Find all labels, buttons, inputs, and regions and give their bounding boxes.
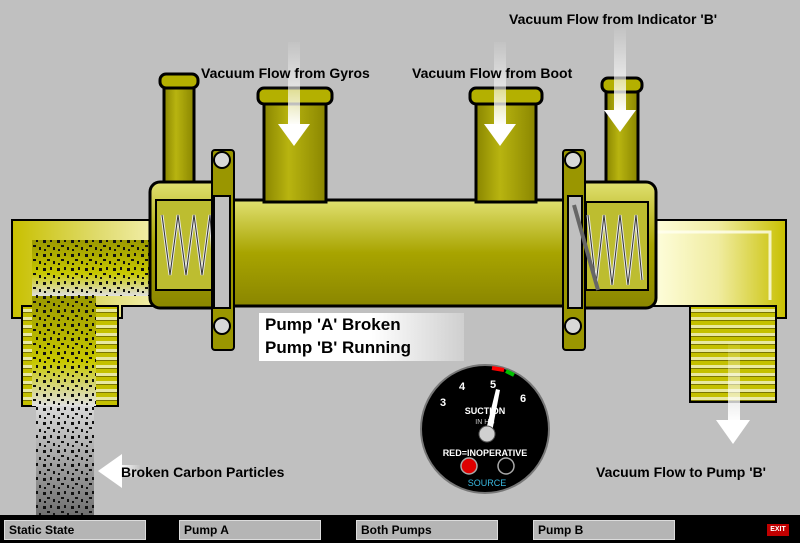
label-vacuum-flow-to-pump-b: Vacuum Flow to Pump 'B' xyxy=(596,464,767,480)
arrow-from-boot xyxy=(484,42,516,146)
gauge-tick-3: 3 xyxy=(440,397,446,409)
vacuum-manifold-diagram: 3 4 5 6 SUCTION IN HG RED=INOPERATIVE SO… xyxy=(0,0,800,515)
gauge-hub xyxy=(478,425,496,443)
source-b-indicator xyxy=(497,457,515,475)
pump-b-button[interactable]: Pump B xyxy=(533,520,675,540)
gauge-tick-5: 5 xyxy=(490,379,496,391)
pump-b-status: Pump 'B' Running xyxy=(265,338,411,357)
suction-gauge: 3 4 5 6 SUCTION IN HG RED=INOPERATIVE SO… xyxy=(420,364,550,494)
static-state-button[interactable]: Static State xyxy=(4,520,146,540)
label-vacuum-flow-boot: Vacuum Flow from Boot xyxy=(412,65,573,81)
main-manifold-tube xyxy=(218,198,592,308)
exit-button[interactable]: EXIT xyxy=(767,524,789,536)
pump-a-button[interactable]: Pump A xyxy=(179,520,321,540)
gauge-title: SUCTION xyxy=(465,406,506,416)
arrow-carbon-particles xyxy=(98,454,140,488)
gauge-tick-6: 6 xyxy=(520,393,526,405)
left-elbow-fitting xyxy=(11,219,161,407)
pump-status-panel: Pump 'A' Broken Pump 'B' Running xyxy=(259,313,464,361)
label-vacuum-flow-indicator-b: Vacuum Flow from Indicator 'B' xyxy=(509,11,718,27)
both-pumps-button[interactable]: Both Pumps xyxy=(356,520,498,540)
label-broken-carbon-particles: Broken Carbon Particles xyxy=(121,464,285,480)
label-vacuum-flow-gyros: Vacuum Flow from Gyros xyxy=(201,65,370,81)
gauge-unit: IN HG xyxy=(475,419,494,426)
gauge-needle xyxy=(486,389,500,432)
falling-carbon-particles xyxy=(36,406,94,515)
source-a-indicator xyxy=(460,457,478,475)
arrow-from-indicator-b xyxy=(604,28,636,132)
left-check-valve xyxy=(148,72,235,351)
pump-a-status: Pump 'A' Broken xyxy=(265,315,401,334)
gauge-tick-4: 4 xyxy=(459,381,466,393)
gauge-legend: RED=INOPERATIVE xyxy=(443,448,528,458)
arrow-from-gyros xyxy=(278,42,310,146)
gauge-source-label: SOURCE xyxy=(468,478,507,488)
right-check-valve xyxy=(562,76,658,351)
arrow-to-pump-b xyxy=(716,342,750,444)
